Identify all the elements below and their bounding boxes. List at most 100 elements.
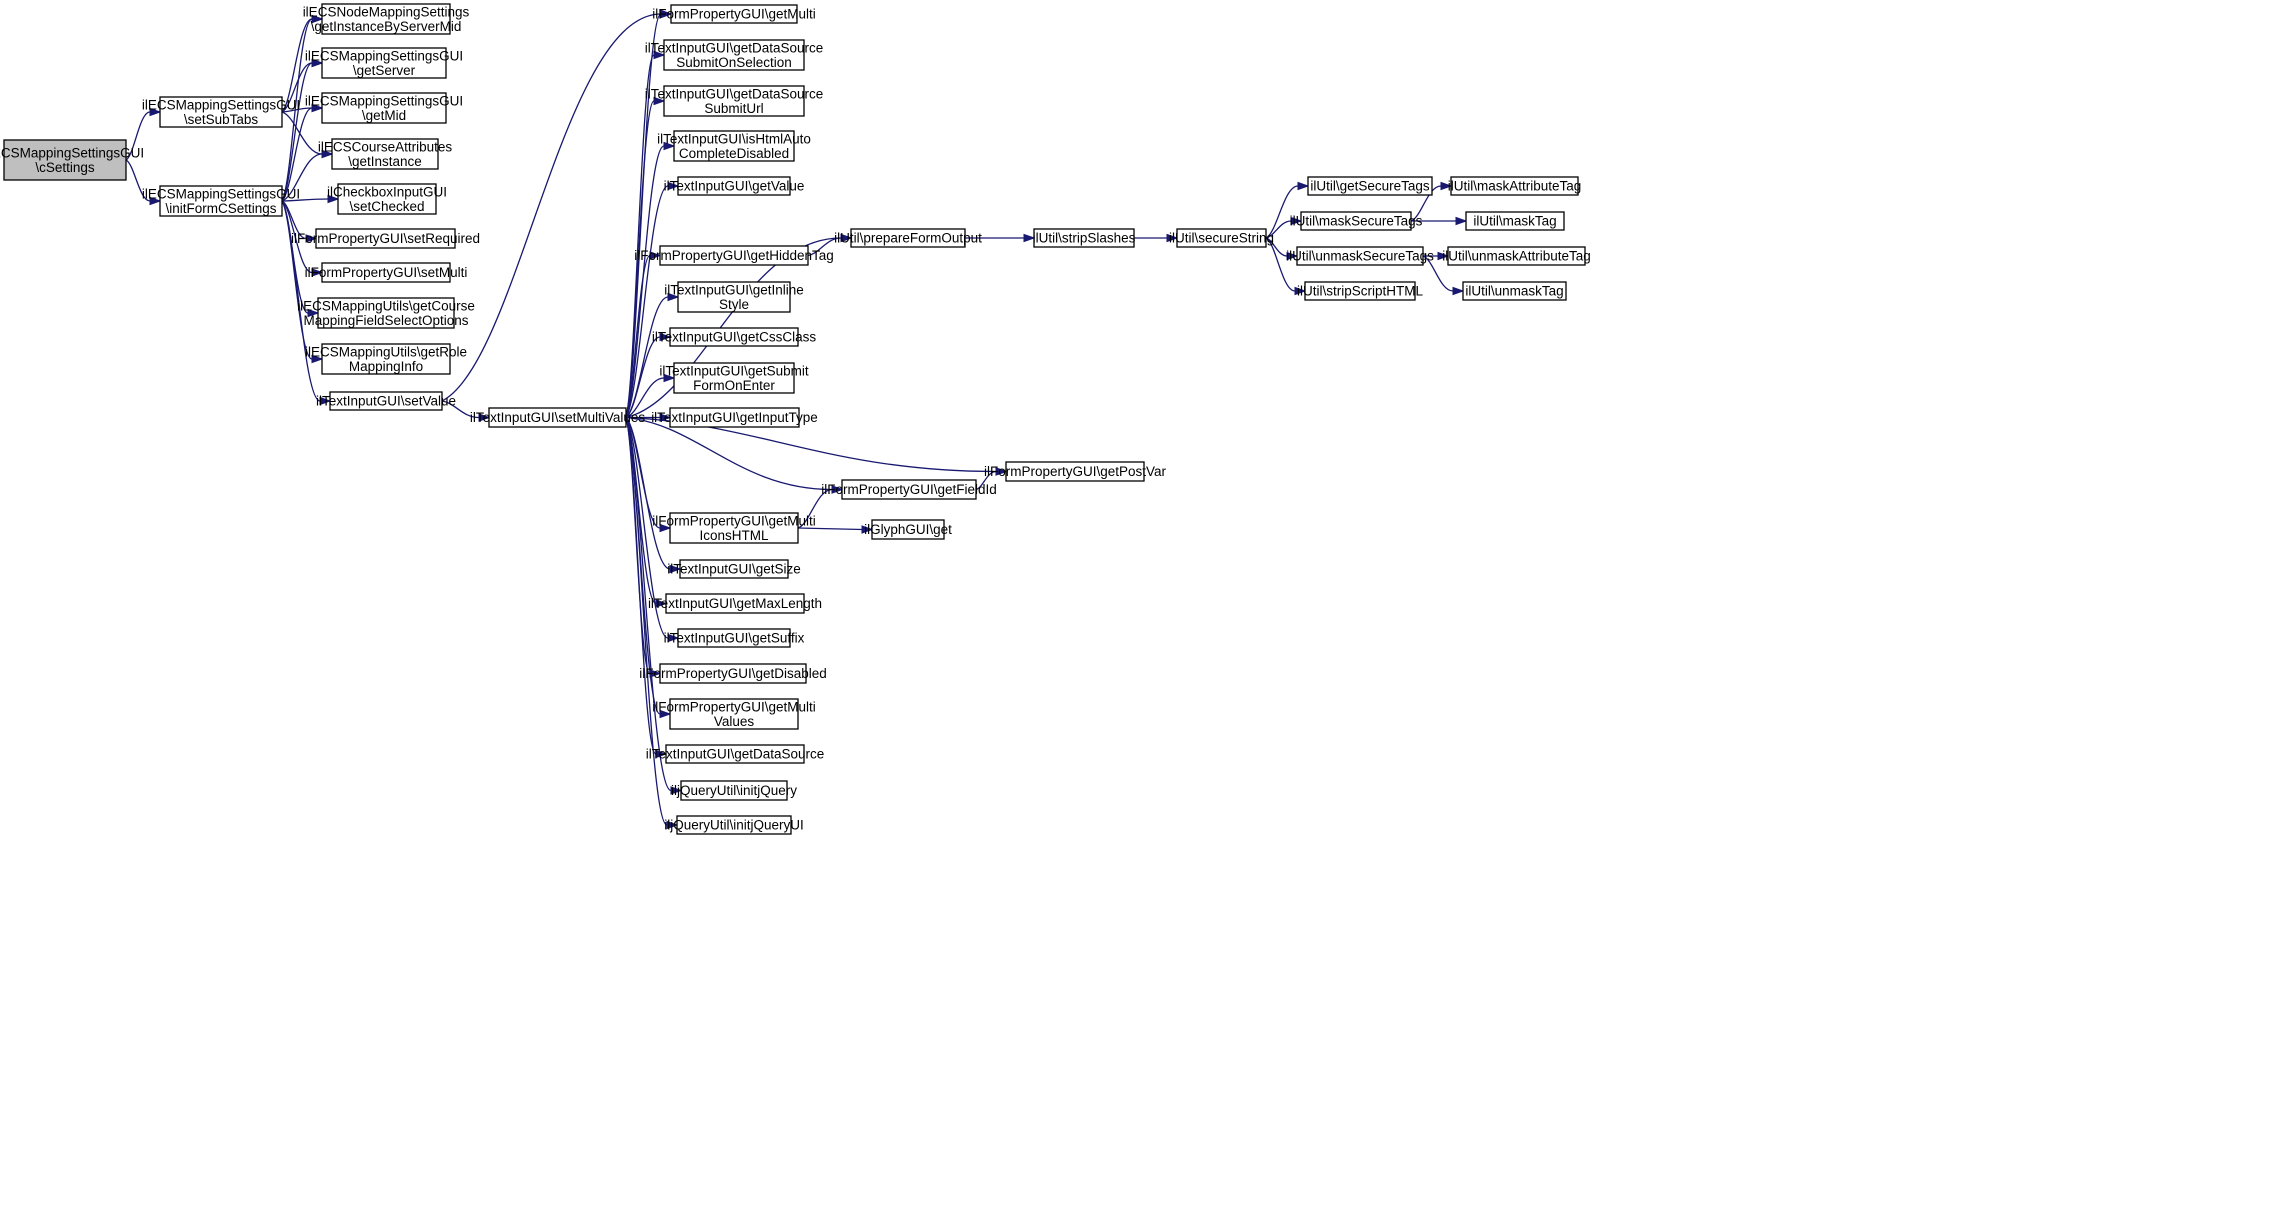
- node-label-line: ilTextInputGUI\getDataSource: [645, 40, 824, 55]
- node-unmaskTag[interactable]: ilUtil\unmaskTag: [1462, 281, 1567, 301]
- node-stripSlashes[interactable]: ilUtil\stripSlashes: [1033, 228, 1136, 248]
- node-setRequired[interactable]: ilFormPropertyGUI\setRequired: [291, 228, 480, 249]
- arrowhead: [659, 332, 672, 342]
- node-label-line: ilECSCourseAttributes: [318, 139, 453, 154]
- arrowhead: [667, 181, 680, 191]
- node-label-line: ilTextInputGUI\getCssClass: [652, 330, 817, 345]
- node-getSuffix[interactable]: ilTextInputGUI\getSuffix: [664, 628, 805, 648]
- node-label-line: ilFormPropertyGUI\setMulti: [305, 265, 468, 280]
- arrowhead: [655, 749, 668, 759]
- node-initFormCSettings[interactable]: ilECSMappingSettingsGUI\initFormCSetting…: [142, 185, 300, 217]
- edge-line: [281, 200, 313, 274]
- arrowhead: [669, 564, 682, 574]
- node-unmaskAttributeTag[interactable]: ilUtil\unmaskAttributeTag: [1442, 246, 1591, 266]
- node-label-line: \cSettings: [35, 160, 95, 175]
- node-getCourseMapping[interactable]: ilECSMappingUtils\getCourseMappingFieldS…: [297, 297, 475, 329]
- node-getServer[interactable]: ilECSMappingSettingsGUI\getServer: [305, 47, 463, 79]
- call-edge-getFieldId-to-getPostVar: [975, 467, 1008, 491]
- node-box: [841, 479, 977, 500]
- edge-line: [1410, 185, 1442, 222]
- node-getInputType[interactable]: ilTextInputGUI\getInputType: [651, 407, 818, 428]
- nodes-layer: ilECSMappingSettingsGUI\cSettings ilECSMa…: [0, 3, 1591, 835]
- node-getInstance[interactable]: ilECSCourseAttributes\getInstance: [318, 138, 453, 170]
- node-setMultiValues[interactable]: ilTextInputGUI\setMultiValues: [470, 407, 646, 428]
- arrowhead: [660, 9, 673, 19]
- node-box: [1296, 246, 1424, 266]
- arrowhead: [653, 50, 666, 60]
- node-getSecureTags[interactable]: ilUtil\getSecureTags: [1307, 176, 1433, 196]
- node-setValue[interactable]: ilTextInputGUI\setValue: [316, 391, 456, 411]
- node-label-line: ilTextInputGUI\getSubmit: [659, 363, 809, 378]
- node-box: [1176, 228, 1267, 248]
- edge-line: [281, 62, 313, 113]
- node-secureString[interactable]: ilUtil\secureString: [1169, 228, 1274, 248]
- node-setMulti[interactable]: ilFormPropertyGUI\setMulti: [305, 262, 468, 283]
- node-getMaxLength[interactable]: ilTextInputGUI\getMaxLength: [648, 593, 822, 614]
- call-edge-getHiddenTag-to-prepareFormOutput: [807, 233, 853, 257]
- node-getDataSource[interactable]: ilTextInputGUI\getDataSource: [646, 744, 825, 764]
- node-root[interactable]: ilECSMappingSettingsGUI\cSettings: [0, 139, 144, 181]
- node-getDSSubmitOnSel[interactable]: ilTextInputGUI\getDataSourceSubmitOnSele…: [645, 39, 824, 71]
- node-label-line: ilTextInputGUI\getSuffix: [664, 631, 805, 646]
- call-edge-secureString-to-stripScriptHTML: [1265, 237, 1307, 296]
- node-box: [321, 262, 451, 283]
- edge-line: [281, 198, 329, 202]
- edge-line: [281, 200, 309, 314]
- node-box: [659, 663, 807, 684]
- arrowhead: [1455, 216, 1468, 226]
- arrowhead: [831, 485, 844, 494]
- node-setChecked[interactable]: ilCheckboxInputGUI\setChecked: [327, 183, 447, 215]
- node-getSize[interactable]: ilTextInputGUI\getSize: [667, 559, 801, 579]
- node-label-line: ilTextInputGUI\getSize: [667, 562, 801, 577]
- node-getFieldId[interactable]: ilFormPropertyGUI\getFieldId: [821, 479, 997, 500]
- node-getHiddenTag[interactable]: ilFormPropertyGUI\getHiddenTag: [634, 245, 834, 266]
- edge-line: [281, 107, 313, 202]
- node-box: [3, 139, 127, 181]
- node-initjQueryUI[interactable]: iljQueryUtil\initjQueryUI: [664, 815, 804, 835]
- edge-line: [625, 100, 655, 418]
- node-label-line: iljQueryUtil\initjQueryUI: [664, 818, 804, 833]
- node-initjQuery[interactable]: iljQueryUtil\initjQuery: [671, 780, 797, 801]
- node-prepareFormOutput[interactable]: ilUtil\prepareFormOutput: [834, 228, 982, 248]
- edge-line: [807, 237, 842, 257]
- node-box: [669, 407, 800, 428]
- node-label-line: ilFormPropertyGUI\setRequired: [291, 231, 480, 246]
- arrowhead: [321, 149, 334, 159]
- node-box: [321, 47, 447, 79]
- node-getInstanceByServerMid[interactable]: ilECSNodeMappingSettings\getInstanceBySe…: [303, 3, 470, 35]
- node-maskTag[interactable]: ilUtil\maskTag: [1465, 211, 1565, 231]
- edge-line: [281, 153, 323, 202]
- node-box: [679, 559, 789, 579]
- node-box: [669, 512, 799, 544]
- node-stripScriptHTML[interactable]: ilUtil\stripScriptHTML: [1297, 281, 1424, 301]
- node-maskAttributeTag[interactable]: ilUtil\maskAttributeTag: [1448, 176, 1582, 196]
- node-maskSecureTags[interactable]: ilUtil\maskSecureTags: [1290, 211, 1423, 231]
- arrowhead: [305, 234, 318, 243]
- arrowhead: [663, 373, 676, 383]
- node-label-line: \getMid: [362, 108, 406, 123]
- arrowhead: [1286, 251, 1299, 261]
- node-getPostVar[interactable]: ilFormPropertyGUI\getPostVar: [984, 461, 1167, 482]
- node-label-line: SubmitOnSelection: [676, 55, 792, 70]
- node-getDisabled[interactable]: ilFormPropertyGUI\getDisabled: [639, 663, 827, 684]
- node-getMulti[interactable]: ilFormPropertyGUI\getMulti: [652, 4, 816, 24]
- edge-line: [625, 377, 665, 419]
- node-unmaskSecureTags[interactable]: ilUtil\unmaskSecureTags: [1286, 246, 1434, 266]
- node-isHtmlAuto[interactable]: ilTextInputGUI\isHtmlAutoCompleteDisable…: [657, 130, 811, 162]
- node-box: [850, 228, 966, 248]
- node-label-line: ilFormPropertyGUI\getPostVar: [984, 464, 1167, 479]
- node-getMid[interactable]: ilECSMappingSettingsGUI\getMid: [305, 92, 463, 124]
- node-label-line: ilFormPropertyGUI\getDisabled: [639, 666, 827, 681]
- node-getValue[interactable]: ilTextInputGUI\getValue: [664, 176, 805, 196]
- node-glyphGet[interactable]: ilGlyphGUI\get: [864, 519, 952, 540]
- node-setSubTabs[interactable]: ilECSMappingSettingsGUI\setSubTabs: [142, 96, 300, 128]
- edge-line: [125, 159, 151, 202]
- node-getCssClass[interactable]: ilTextInputGUI\getCssClass: [652, 327, 817, 347]
